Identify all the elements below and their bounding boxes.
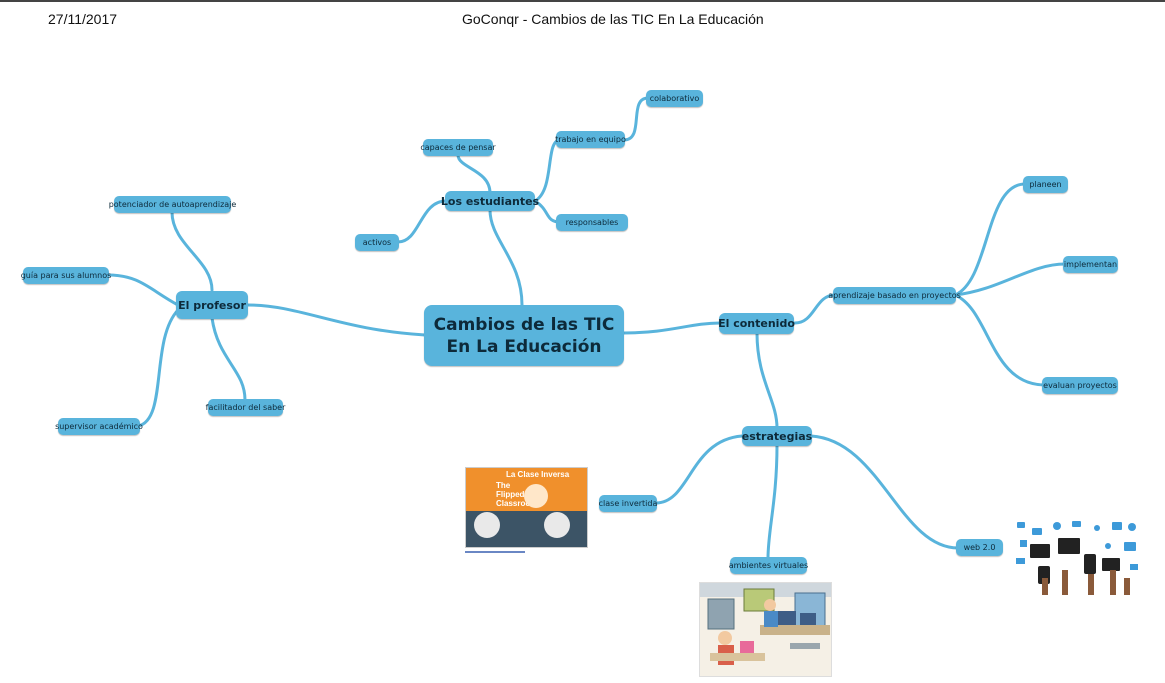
- page-title: GoConqr - Cambios de las TIC En La Educa…: [462, 11, 764, 27]
- flipped-image-title: La Clase Inversa: [506, 470, 570, 479]
- node-el-profesor[interactable]: El profesor: [176, 291, 248, 319]
- link-contenido-estrategias: [755, 331, 779, 430]
- classroom-illustration-drawing: [700, 583, 831, 676]
- link-estudiantes-capaces: [456, 153, 492, 195]
- flipped-image-circle: [544, 512, 570, 538]
- node-implementan[interactable]: implementan: [1063, 256, 1118, 273]
- node-facilitador[interactable]: facilitador del saber: [206, 399, 285, 416]
- link-aprendizaje-planeen: [953, 182, 1027, 297]
- node-supervisor[interactable]: supervisor académico: [55, 418, 143, 435]
- link-profesor-supervisor: [136, 308, 180, 428]
- link-trabajo-colaborativo: [622, 96, 650, 142]
- node-los-estudiantes[interactable]: Los estudiantes: [441, 191, 539, 211]
- node-guia[interactable]: guía para sus alumnos: [21, 267, 111, 284]
- node-estrategias[interactable]: estrategias: [742, 426, 812, 446]
- link-center-profesor: [246, 303, 427, 337]
- link-center-contenido: [622, 321, 722, 335]
- node-potenciador[interactable]: potenciador de autoaprendizaje: [109, 196, 236, 213]
- central-topic[interactable]: Cambios de las TIC En La Educación: [424, 305, 624, 366]
- link-estrategias-ambientes: [766, 443, 779, 560]
- link-estrategias-web: [809, 434, 960, 550]
- link-estrategias-clase: [654, 434, 744, 505]
- classroom-illustration[interactable]: [699, 582, 832, 677]
- node-planeen[interactable]: planeen: [1023, 176, 1068, 193]
- top-rule: [0, 0, 1165, 2]
- link-aprendizaje-implementan: [953, 262, 1067, 297]
- node-evaluan-proyectos[interactable]: evaluan proyectos: [1042, 377, 1118, 394]
- link-contenido-aprendizaje: [793, 293, 837, 325]
- web20-icons-drawing: [1016, 521, 1138, 595]
- link-estudiantes-trabajo: [533, 138, 562, 203]
- node-aprendizaje-proyectos[interactable]: aprendizaje basado en proyectos: [828, 287, 961, 304]
- node-activos[interactable]: activos: [355, 234, 399, 251]
- flipped-image-subtitle: The Flipped Classroom: [496, 481, 538, 508]
- node-trabajo-en-equipo[interactable]: trabajo en equipo: [555, 131, 626, 148]
- web20-icons-image[interactable]: [1012, 518, 1142, 595]
- flipped-classroom-image[interactable]: La Clase Inversa The Flipped Classroom: [465, 467, 588, 548]
- node-responsables[interactable]: responsables: [556, 214, 628, 231]
- link-aprendizaje-evaluan: [953, 293, 1047, 387]
- node-clase-invertida[interactable]: clase invertida: [599, 495, 657, 512]
- node-ambientes-virtuales[interactable]: ambientes virtuales: [729, 557, 808, 574]
- flipped-image-circle: [474, 512, 500, 538]
- link-estudiantes-activos: [396, 199, 448, 244]
- print-date: 27/11/2017: [48, 11, 118, 27]
- link-profesor-guia: [106, 273, 180, 307]
- node-capaces[interactable]: capaces de pensar: [420, 139, 496, 156]
- flipped-image-caption-line: [465, 551, 525, 553]
- node-web-2-0[interactable]: web 2.0: [956, 539, 1003, 556]
- flipped-image-circle: [524, 484, 548, 508]
- link-center-estudiantes: [488, 208, 524, 307]
- link-profesor-facilitador: [210, 316, 247, 402]
- node-el-contenido[interactable]: El contenido: [718, 313, 795, 334]
- node-colaborativo[interactable]: colaborativo: [646, 90, 703, 107]
- link-profesor-potenciador: [170, 210, 214, 292]
